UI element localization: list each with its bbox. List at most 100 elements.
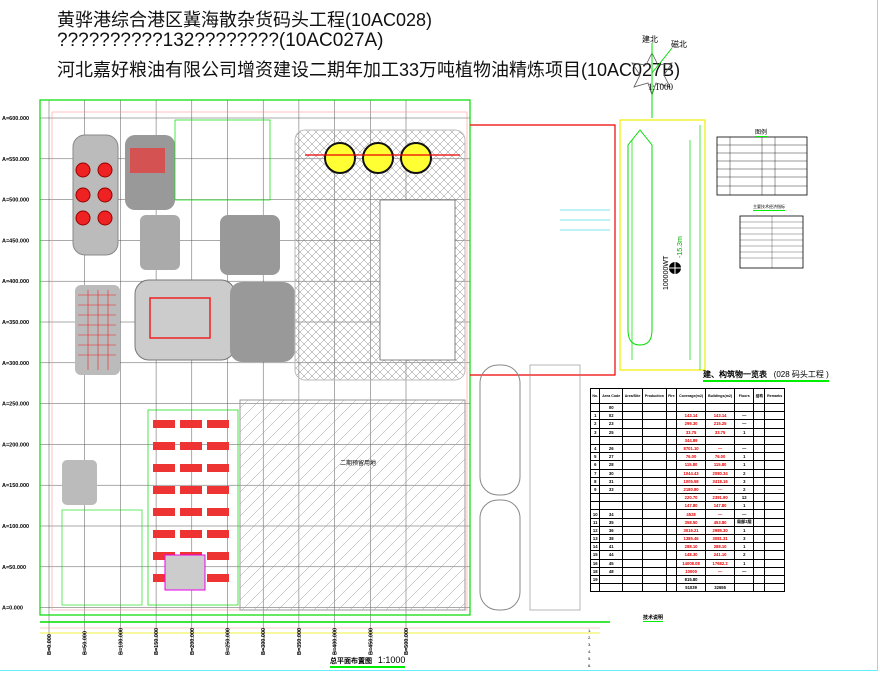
cell [753, 493, 766, 503]
cell-cover: 220.70 [676, 493, 707, 503]
cell [622, 460, 644, 470]
cell-build: 453.80 [705, 517, 736, 527]
cell [764, 525, 785, 536]
cell-cover: 344.89 [676, 435, 707, 445]
cell [622, 542, 644, 552]
cell-no: 6 [589, 460, 601, 470]
cell-code: 23 [599, 419, 624, 429]
b-axis-label: B=150.000 [154, 628, 160, 655]
cell [665, 501, 678, 511]
cell-build: 3418.16 [705, 476, 736, 486]
cell-cover: 4528 [676, 509, 707, 519]
cell-no: 13 [589, 533, 601, 544]
container-stack [180, 464, 202, 472]
cell-floors: 1 [734, 427, 755, 437]
cell [642, 583, 667, 593]
b-axis-label: B=50.000 [83, 631, 89, 655]
cell [764, 501, 785, 511]
cell-floors [734, 574, 755, 585]
a-axis-label: A=450.000 [2, 238, 29, 244]
cell-floors: — [734, 566, 755, 576]
cell-no: 15 [589, 550, 601, 560]
container-stack [153, 464, 175, 472]
cell-no [589, 583, 601, 593]
cell-build: 215.25 [705, 419, 736, 429]
a-axis-label: A=200.000 [2, 442, 29, 448]
b-axis-label: B=400.000 [333, 628, 339, 655]
cell-no: 19 [589, 574, 601, 585]
cell-floors [734, 435, 755, 445]
cell [665, 583, 678, 593]
cell-cover: 3016.21 [676, 525, 707, 536]
compass-scale: 1:1000 [648, 82, 674, 92]
cell-no: 16 [589, 558, 601, 568]
cell [764, 493, 785, 503]
index-table-title: 主要技术经济指标 [753, 204, 785, 211]
cell [753, 501, 766, 511]
cell [622, 402, 644, 413]
container-stack [153, 574, 175, 582]
column-header: Area Code [599, 388, 624, 404]
cell-no: 9 [589, 484, 601, 495]
cell [764, 558, 785, 568]
plan-title: 总平面布置图 1:1000 [330, 655, 406, 668]
container-stack [153, 508, 175, 516]
reserved-area [239, 399, 466, 611]
cell-code: 28 [599, 460, 624, 470]
cell-cover: 115.80 [676, 460, 707, 470]
cell [642, 509, 667, 519]
cell [642, 542, 667, 552]
container-stack [180, 508, 202, 516]
cell [642, 525, 667, 536]
cell-code: 44 [599, 550, 624, 560]
cell-build [705, 435, 736, 445]
cell-code: 27 [599, 452, 624, 462]
cell [622, 484, 644, 495]
cell [622, 550, 644, 560]
plan-title-text: 总平面布置图 [330, 658, 372, 665]
cell [753, 525, 766, 536]
cell [642, 533, 667, 544]
cell [622, 443, 644, 454]
a-axis-label: A=0.000 [2, 606, 23, 612]
cell [642, 427, 667, 437]
cell-floors: — [734, 419, 755, 429]
cell-code: 33 [599, 484, 624, 495]
cell [642, 476, 667, 486]
cell [665, 550, 678, 560]
cell-no [589, 435, 601, 445]
cell [764, 468, 785, 478]
table-row: 00 [589, 402, 785, 413]
b-axis-label: B=100.000 [118, 628, 124, 655]
cell [622, 509, 644, 519]
cell-cover: 1005.58 [676, 476, 707, 486]
cell-code [599, 583, 624, 593]
cell-build [705, 402, 736, 413]
cell [753, 583, 766, 593]
cell [665, 452, 678, 462]
cell [753, 509, 766, 519]
container-stack [153, 420, 175, 428]
cell-no: 7 [589, 468, 601, 478]
note-item: 1. [588, 628, 592, 633]
cell [764, 476, 785, 486]
cell-floors: 局部2层 [734, 517, 755, 527]
cell [622, 476, 644, 486]
cell-floors: 1 [734, 542, 755, 552]
b-axis-label: B=450.000 [368, 628, 374, 655]
cell-floors: 2 [734, 468, 755, 478]
a-axis-label: A=100.000 [2, 524, 29, 530]
b-axis-label: B=250.000 [226, 628, 232, 655]
cell-cover: 33.75 [676, 427, 707, 437]
cell [753, 419, 766, 429]
cell [665, 574, 678, 585]
table-row: 344.89 [589, 435, 785, 445]
cell [622, 566, 644, 576]
schedule-subtitle: (028 码头工程 ) [773, 370, 829, 379]
